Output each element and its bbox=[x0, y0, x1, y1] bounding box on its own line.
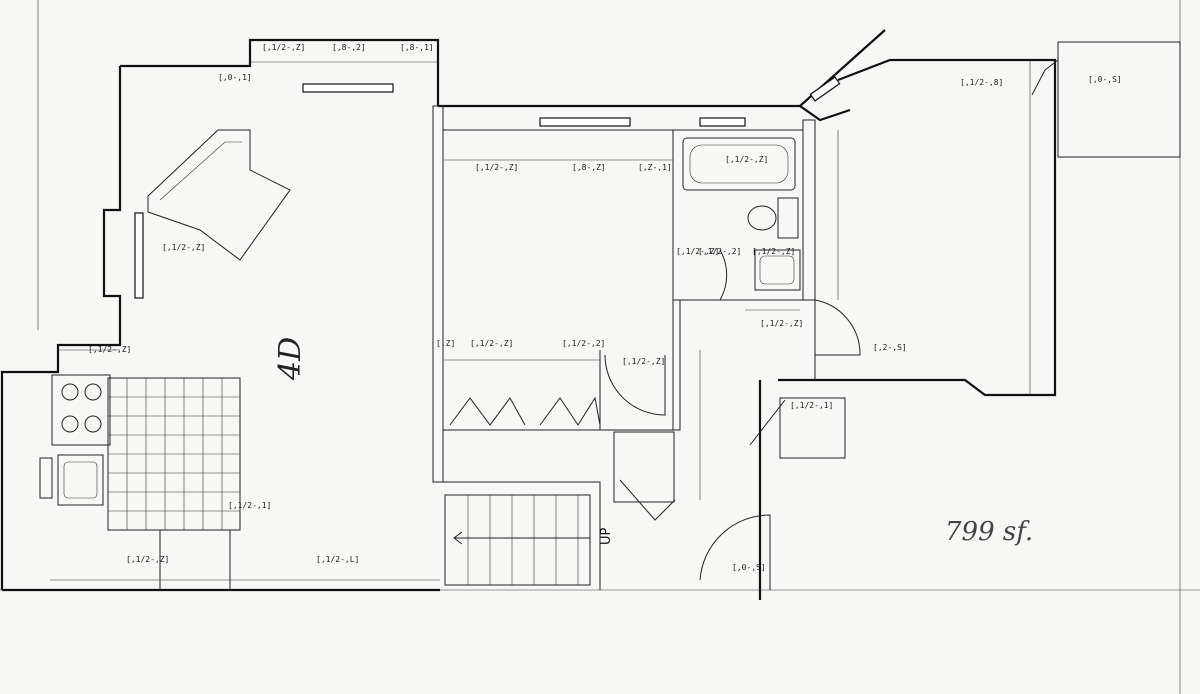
door-swings bbox=[604, 249, 861, 590]
bay-inner-line bbox=[159, 141, 242, 201]
sink-basin bbox=[63, 461, 98, 499]
toilet bbox=[747, 205, 777, 231]
bedroom-closet-doors bbox=[449, 396, 601, 426]
east-wall bbox=[778, 170, 1057, 397]
burner-4 bbox=[84, 415, 102, 433]
balcony-door-swing bbox=[1031, 59, 1059, 96]
stair-up-label: UP bbox=[599, 527, 614, 545]
door-closet bbox=[619, 479, 676, 521]
burner-1 bbox=[61, 383, 79, 401]
dim-label: [,8-,1] bbox=[400, 43, 434, 52]
kitchen-tile-grid bbox=[107, 377, 241, 531]
dim-label: [,1/2-,2] bbox=[698, 247, 741, 256]
door-bedroom-2 bbox=[814, 299, 861, 356]
stair bbox=[444, 494, 591, 586]
vanity-basin bbox=[759, 255, 795, 285]
window-north-center bbox=[539, 117, 631, 127]
hall-wall bbox=[616, 300, 681, 431]
bath-east-wall bbox=[802, 119, 816, 301]
dim-label: [,2-,S] bbox=[873, 343, 907, 352]
stair-outline bbox=[444, 494, 591, 586]
bedroom-outline bbox=[442, 129, 674, 431]
dimension-labels: [,1/2-,Z] [,8-,2] [,8-,1] [,0-,1] [,1/2-… bbox=[88, 43, 1122, 572]
dim-label: [,1/2-,2] bbox=[562, 339, 605, 348]
dim-label: [,1/2-,1] bbox=[790, 401, 833, 410]
closet-wall bbox=[443, 350, 601, 431]
bathtub-basin bbox=[689, 144, 789, 184]
dim-label: [,1/2-,Z] bbox=[676, 247, 719, 256]
dim-label: [,8-,2] bbox=[332, 43, 366, 52]
bifold-door-left bbox=[449, 397, 526, 426]
dim-label: [,1/2-,Z] bbox=[622, 357, 665, 366]
dim-label: [,1/2-,Z] bbox=[262, 43, 305, 52]
windows bbox=[134, 76, 841, 299]
window-west bbox=[134, 212, 144, 299]
dim-label: [,1/2-,Z] bbox=[162, 243, 205, 252]
vanity bbox=[754, 249, 801, 291]
dim-label: [,Z] bbox=[436, 339, 455, 348]
dim-label: [,1/2-,Z] bbox=[475, 163, 518, 172]
dim-label: [,1/2-,1] bbox=[228, 501, 271, 510]
dim-label: [,1/2-,L] bbox=[316, 555, 359, 564]
balcony-outline bbox=[1057, 41, 1181, 158]
door-bathroom bbox=[719, 249, 728, 301]
small-closet bbox=[613, 431, 675, 503]
stove bbox=[51, 374, 111, 446]
door-entry-closet bbox=[749, 399, 786, 446]
dim-label: [,1/2-,Z] bbox=[126, 555, 169, 564]
dim-label: [,1/2-,8] bbox=[960, 78, 1003, 87]
burner-3 bbox=[61, 415, 79, 433]
door-entry bbox=[699, 514, 771, 590]
window-north-bath bbox=[699, 117, 746, 127]
toilet-tank bbox=[777, 197, 799, 239]
dim-label: [,0-,1] bbox=[218, 73, 252, 82]
window-north-left bbox=[302, 83, 394, 93]
dim-label: [,Z-,1] bbox=[638, 163, 672, 172]
burner-2 bbox=[84, 383, 102, 401]
sink bbox=[57, 454, 104, 506]
unit-label: 4D bbox=[273, 337, 308, 381]
dim-label: [,1/2-,Z] bbox=[752, 247, 795, 256]
entry-closet bbox=[779, 397, 846, 459]
living-room-east-wall bbox=[432, 105, 444, 483]
balcony bbox=[1031, 41, 1181, 158]
dim-label: [,1/2-,Z] bbox=[760, 319, 803, 328]
door-bedroom bbox=[604, 354, 666, 416]
kitchen bbox=[39, 374, 241, 590]
bathroom-fixtures bbox=[682, 137, 801, 291]
interior-walls bbox=[432, 105, 846, 590]
stair-hall-wall bbox=[443, 481, 601, 590]
kitchen-counter-edge bbox=[159, 530, 231, 590]
bay-outline bbox=[147, 129, 291, 261]
west-wall bbox=[0, 66, 122, 590]
dim-label: [,8-,Z] bbox=[572, 163, 606, 172]
window-northeast bbox=[809, 76, 841, 102]
dim-label: [,0-,S] bbox=[732, 563, 766, 572]
dim-label: [,1/2-,Z] bbox=[725, 155, 768, 164]
area-note: 799 sf. bbox=[945, 517, 1033, 547]
stair-arrowhead bbox=[453, 531, 463, 545]
dimension-lines bbox=[50, 60, 1031, 581]
dim-label: [,1/2-,Z] bbox=[88, 345, 131, 354]
bay-window bbox=[147, 129, 291, 261]
bifold-door-right bbox=[539, 396, 601, 426]
north-wall-right bbox=[837, 58, 1057, 170]
north-wall-middle bbox=[438, 104, 851, 122]
dim-label: [,0-,S] bbox=[1088, 75, 1122, 84]
refrigerator-edge bbox=[39, 457, 53, 499]
exterior-walls bbox=[0, 29, 1057, 600]
dim-label: [,1/2-,Z] bbox=[470, 339, 513, 348]
bathtub bbox=[682, 137, 796, 191]
